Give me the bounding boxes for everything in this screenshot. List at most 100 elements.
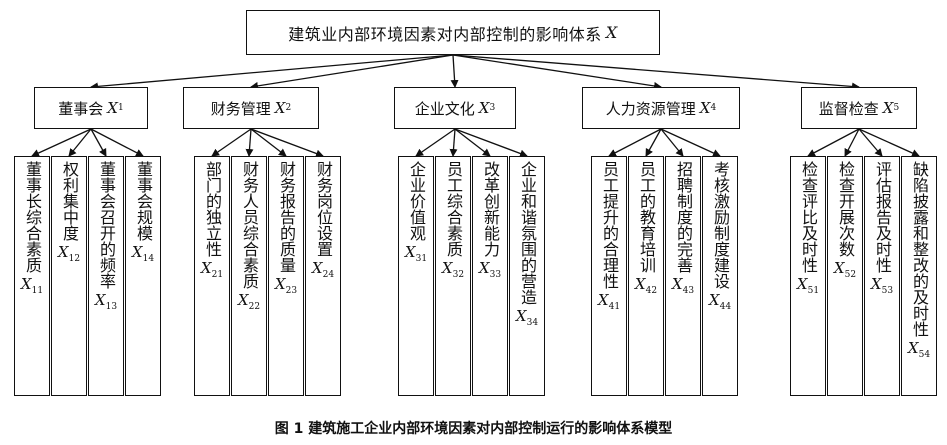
leaf-node: 企业和谐氛围的营造 X34	[509, 156, 545, 396]
leaf-node: 财务岗位设置 X24	[305, 156, 341, 396]
connector-arrow	[31, 128, 92, 157]
leaf-text: 董事会规模	[134, 161, 153, 241]
leaf-variable: X32	[441, 259, 465, 280]
connector-arrow	[858, 128, 920, 157]
connector-arrow	[807, 128, 860, 157]
leaf-variable: X42	[634, 275, 658, 296]
connector-arrow	[660, 128, 684, 157]
leaf-node: 员工的教育培训 X42	[628, 156, 664, 396]
category-label: 董事会	[58, 99, 104, 118]
leaf-variable: X34	[515, 307, 539, 328]
connector-arrow	[608, 128, 662, 157]
leaf-text: 财务报告的质量	[277, 161, 296, 273]
category-label: 人力资源管理	[605, 99, 696, 118]
category-subscript: 3	[489, 103, 496, 113]
leaf-node: 董事会规模 X14	[125, 156, 161, 396]
category-label: 财务管理	[210, 99, 271, 118]
connector-arrow	[660, 128, 721, 157]
leaf-node: 改革创新能力 X33	[472, 156, 508, 396]
leaf-text: 员工提升的合理性	[600, 161, 619, 289]
leaf-text: 缺陷披露和整改的及时性	[910, 161, 929, 337]
leaf-text: 员工的教育培训	[637, 161, 656, 273]
connector-arrow	[90, 54, 454, 91]
leaf-node: 缺陷披露和整改的及时性 X54	[901, 156, 937, 396]
connector-arrow	[245, 128, 254, 157]
leaf-node: 董事长综合素质 X11	[14, 156, 50, 396]
category-variable: X	[274, 99, 286, 117]
leaf-variable: X33	[478, 259, 502, 280]
leaf-text: 改革创新能力	[481, 161, 500, 257]
leaf-variable: X54	[907, 339, 931, 360]
leaf-node: 财务人员综合素质 X22	[231, 156, 267, 396]
leaf-text: 考核激励制度建设	[711, 161, 730, 289]
leaf-text: 评估报告及时性	[873, 161, 892, 273]
leaf-variable: X44	[708, 291, 732, 312]
connector-arrow	[452, 54, 662, 90]
connector-arrow	[415, 128, 456, 157]
leaf-text: 权利集中度	[60, 161, 79, 241]
leaf-variable: X24	[311, 259, 335, 280]
connector-arrow	[450, 54, 459, 88]
category-label: 企业文化	[414, 99, 475, 118]
leaf-text: 招聘制度的完善	[674, 161, 693, 273]
category-label: 监督检查	[818, 99, 879, 118]
figure-caption: 图 1 建筑施工企业内部环境因素对内部控制运行的影响体系模型	[274, 421, 673, 437]
connector-arrow	[250, 54, 454, 90]
connector-arrow	[449, 128, 458, 157]
connector-arrow	[90, 128, 107, 157]
connector-arrow	[452, 54, 860, 91]
leaf-variable: X52	[833, 259, 857, 280]
leaf-variable: X14	[131, 243, 155, 264]
leaf-variable: X53	[870, 275, 894, 296]
leaf-text: 财务岗位设置	[314, 161, 333, 257]
connector-arrow	[211, 128, 252, 157]
leaf-node: 员工提升的合理性 X41	[591, 156, 627, 396]
category-subscript: 1	[117, 103, 124, 113]
connector-arrow	[90, 128, 144, 157]
leaf-node: 权利集中度 X12	[51, 156, 87, 396]
connector-arrow	[454, 128, 528, 158]
connector-arrow	[68, 128, 92, 157]
category-variable: X	[478, 99, 490, 117]
leaf-text: 企业和谐氛围的营造	[518, 161, 537, 305]
root-variable: X	[605, 23, 618, 42]
leaf-variable: X41	[597, 291, 621, 312]
leaf-variable: X12	[57, 243, 81, 264]
leaf-text: 财务人员综合素质	[240, 161, 259, 289]
leaf-node: 企业价值观 X31	[398, 156, 434, 396]
leaf-text: 部门的独立性	[203, 161, 222, 257]
leaf-variable: X51	[796, 275, 820, 296]
leaf-variable: X23	[274, 275, 298, 296]
category-variable: X	[107, 99, 118, 117]
leaf-node: 财务报告的质量 X23	[268, 156, 304, 396]
leaf-variable: X13	[94, 291, 118, 312]
leaf-node: 考核激励制度建设 X44	[702, 156, 738, 396]
category-subscript: 2	[285, 103, 292, 113]
connector-arrow	[645, 128, 662, 157]
root-label: 建筑业内部环境因素对内部控制的影响体系	[288, 24, 602, 44]
leaf-text: 检查开展次数	[836, 161, 855, 257]
leaf-node: 检查开展次数 X52	[827, 156, 863, 396]
connector-arrow	[844, 128, 860, 157]
leaf-variable: X22	[237, 291, 261, 312]
category-subscript: 4	[710, 103, 717, 113]
connector-arrow	[454, 128, 491, 157]
category-variable: X	[699, 99, 711, 117]
leaf-variable: X11	[20, 275, 44, 296]
leaf-text: 董事长综合素质	[23, 161, 42, 273]
leaf-variable: X31	[404, 243, 428, 264]
connector-arrow	[250, 128, 287, 157]
leaf-text: 企业价值观	[407, 161, 426, 241]
category-variable: X	[882, 99, 894, 117]
